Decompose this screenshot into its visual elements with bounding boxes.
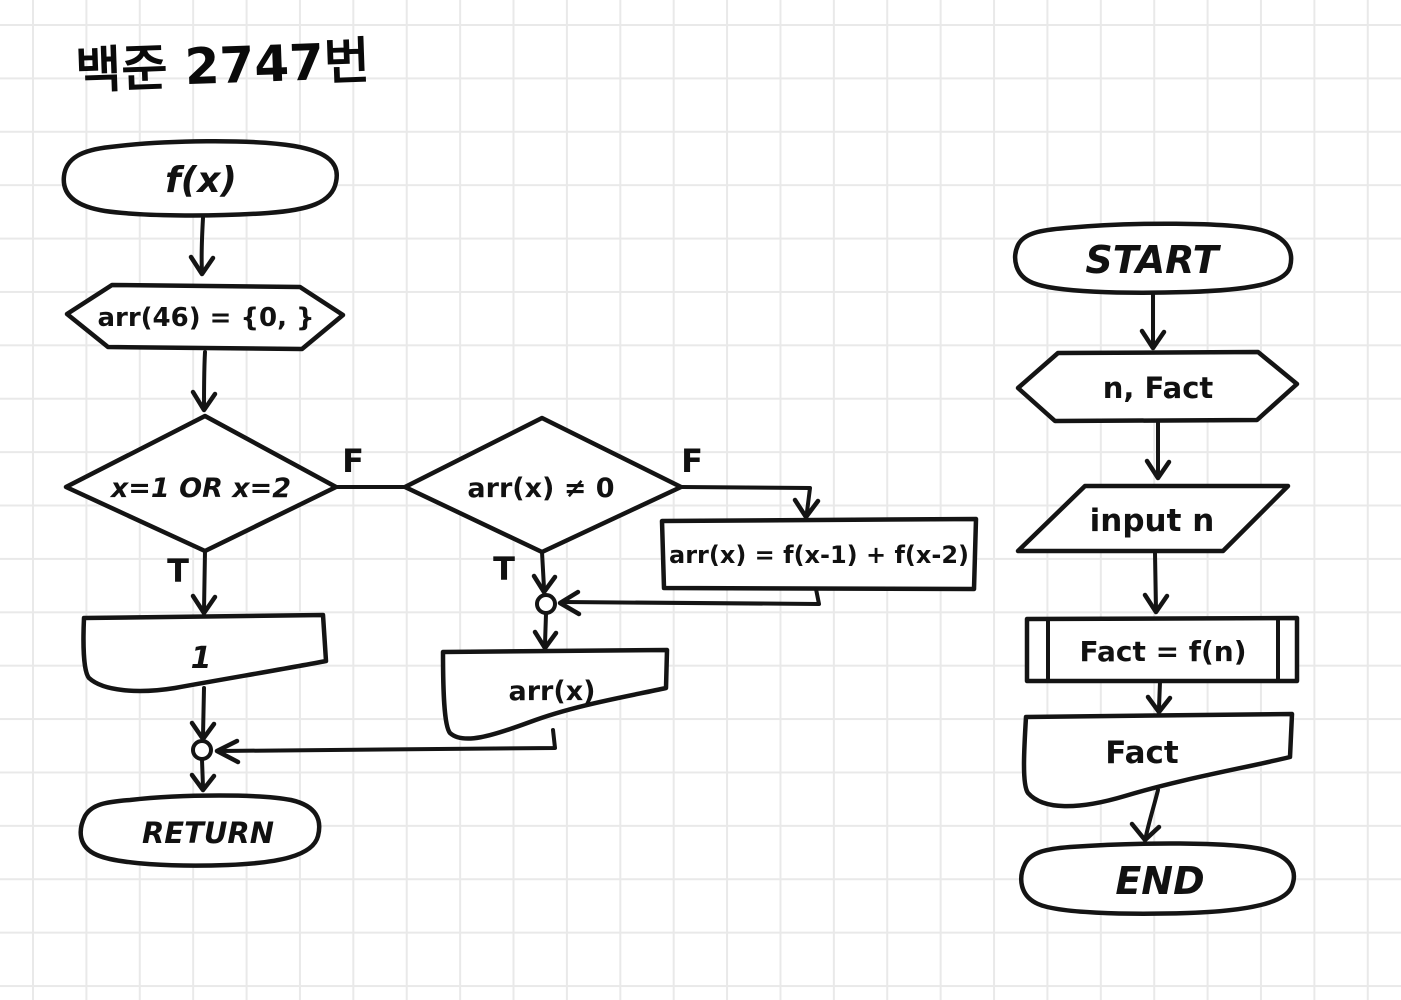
main-call-label: Fact = f(n): [1079, 635, 1246, 668]
document-shape: [1021, 711, 1295, 809]
fx-doc-arr-node: arr(x): [440, 647, 670, 741]
flow-arrow: [532, 612, 559, 651]
flow-arrow: [188, 216, 216, 277]
main-start-node: START: [1013, 221, 1294, 295]
fx-doc-one-node: 1: [81, 612, 329, 694]
fx-return-label: RETURN: [142, 816, 274, 850]
main-call-node: Fact = f(n): [1024, 615, 1300, 684]
flow-arrow: [189, 758, 217, 793]
flow-arrow: [531, 550, 558, 595]
document-shape: [440, 647, 670, 741]
fx-start-label: f(x): [165, 160, 237, 201]
fx-doc-one-label: 1: [191, 641, 212, 676]
main-output-label: Fact: [1105, 735, 1179, 771]
main-input-label: input n: [1090, 503, 1215, 539]
fx-init-label: arr(46) = {0, }: [97, 303, 314, 333]
main-vars-node: n, Fact: [1015, 349, 1300, 424]
input-shape: [1015, 483, 1291, 554]
fx-assign-node: arr(x) = f(x-1) + f(x-2): [659, 516, 979, 592]
flow-arrow: [1144, 420, 1172, 481]
fx-cond2-label: arr(x) ≠ 0: [467, 473, 614, 504]
main-input-node: input n: [1015, 483, 1291, 554]
main-start-label: START: [1085, 238, 1221, 282]
flow-arrow: [679, 485, 821, 520]
fx-start-node: f(x): [61, 139, 340, 218]
preparation-shape: [64, 282, 346, 352]
flow-arrow: [190, 549, 218, 616]
terminator-shape: [1013, 221, 1294, 295]
fx-cond2-true-label: T: [493, 550, 515, 588]
fx-doc-arr-label: arr(x): [509, 676, 596, 707]
terminator-shape: [61, 139, 340, 218]
flow-arrow: [189, 686, 217, 742]
main-output-node: Fact: [1021, 711, 1295, 809]
preparation-shape: [1015, 349, 1300, 424]
main-end-node: END: [1019, 841, 1297, 916]
fx-cond2-node: arr(x) ≠ 0 F T: [402, 415, 703, 588]
flow-arrow: [1139, 292, 1167, 351]
fx-cond1-node: x=1 OR x=2 F T: [63, 413, 364, 590]
main-vars-label: n, Fact: [1103, 371, 1214, 405]
connector-circle: [191, 739, 213, 761]
connector-circle: [535, 593, 557, 615]
fx-return-node: RETURN: [78, 793, 322, 868]
fx-cond1-false-label: F: [342, 442, 364, 480]
fx-cond1-label: x=1 OR x=2: [109, 473, 291, 504]
terminator-shape: [78, 793, 322, 868]
flow-arrow: [214, 728, 557, 765]
process-shape: [659, 516, 979, 592]
fx-cond2-false-label: F: [681, 442, 703, 480]
terminator-shape: [1019, 841, 1297, 916]
fx-init-node: arr(46) = {0, }: [64, 282, 346, 352]
fx-assign-label: arr(x) = f(x-1) + f(x-2): [669, 541, 969, 569]
flow-arrow: [557, 587, 821, 617]
page-title: 백준 2747번: [74, 32, 370, 100]
flow-arrow: [1142, 551, 1170, 615]
flow-arrow: [1129, 788, 1162, 843]
predefined-process-shape: [1024, 615, 1300, 684]
document-shape: [81, 612, 329, 694]
fx-cond1-true-label: T: [167, 552, 189, 590]
main-end-label: END: [1115, 859, 1204, 903]
flow-arrow: [190, 350, 218, 413]
flow-arrow: [1145, 680, 1173, 715]
